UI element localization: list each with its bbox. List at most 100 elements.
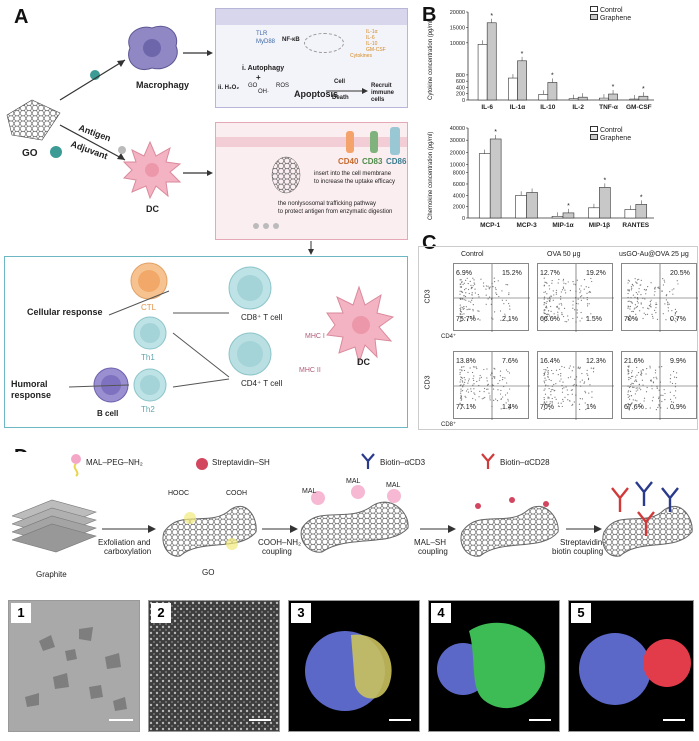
flow-dot	[570, 376, 572, 378]
flow-dot	[468, 378, 470, 380]
flow-dot	[627, 369, 629, 372]
flow-dot	[473, 392, 475, 394]
flow-dot	[543, 321, 545, 323]
flow-dot	[576, 316, 578, 318]
flow-dot	[459, 298, 462, 300]
flow-dot	[459, 371, 461, 374]
flow-dot	[558, 307, 560, 309]
flow-dot	[655, 376, 657, 378]
step-graphite: Graphite	[36, 570, 67, 579]
flow-dot	[498, 295, 500, 298]
flow-dot	[502, 396, 504, 398]
flow-dot	[566, 321, 568, 323]
flow-dot	[465, 390, 468, 392]
flow-scatter-1-1	[538, 352, 614, 420]
flow-dot	[574, 378, 576, 381]
legend2-graphene: Graphene	[599, 135, 632, 142]
streptavidin-sheet-icon	[460, 497, 559, 557]
chart1-tick-label-6: 15000	[450, 25, 465, 31]
flow-dot	[504, 313, 506, 315]
flow-dot	[645, 373, 647, 375]
flow-dot	[634, 307, 636, 309]
flow-dot	[579, 367, 581, 370]
flow-dot	[501, 379, 504, 381]
flow-dot	[468, 300, 470, 302]
em4-cells	[437, 622, 545, 709]
flow-dot	[577, 303, 579, 305]
flow-dot	[543, 317, 545, 319]
flow-quadrant-value: 12.3%	[586, 358, 606, 365]
flow-dot	[462, 381, 464, 383]
step-arrow-3-icon	[420, 525, 456, 533]
flow-dot	[567, 281, 569, 283]
flow-quadrant-value: 21.6%	[624, 358, 644, 365]
flow-dot	[631, 310, 633, 313]
flow-dot	[545, 306, 548, 308]
flow-dot	[463, 299, 465, 301]
flow-dot	[656, 303, 658, 306]
flow-dot	[551, 402, 553, 404]
flow-dot	[464, 295, 467, 298]
flow-quadrant-value: 6.9%	[456, 270, 472, 277]
bcell-label: B cell	[97, 409, 119, 418]
flow-dot	[474, 366, 476, 368]
adjuvant-ball-icon	[118, 146, 126, 154]
flow-dot	[581, 379, 583, 381]
flow-dot	[592, 371, 595, 373]
response-arrows-icon	[69, 290, 230, 388]
flow-dot	[499, 370, 502, 372]
flow-dot	[560, 295, 562, 298]
flow-dot	[580, 311, 582, 314]
flow-dot	[462, 307, 464, 309]
chart2-bar-3-1	[599, 187, 611, 219]
flow-dot	[671, 310, 673, 312]
flow-dot	[589, 291, 592, 293]
flow-dot	[459, 392, 462, 394]
macrophage-label: Macrophagy	[136, 80, 190, 90]
flow-dot	[663, 389, 665, 391]
synthesis-scheme: MAL–PEG–NH₂ Streptavidin–SH Biotin–αCD3 …	[0, 452, 699, 584]
flow-dot	[504, 377, 506, 379]
flow-dot	[635, 318, 637, 321]
recruit-label: Recruit	[371, 83, 392, 89]
flow-dot	[465, 299, 467, 301]
flow-dot	[632, 399, 634, 401]
flow-dot	[631, 382, 633, 384]
flow-dot	[660, 394, 662, 396]
flow-dot	[568, 400, 571, 402]
flow-dot	[546, 315, 549, 317]
h2o2-label: ii. H₂O₂	[218, 85, 239, 91]
flow-dot	[628, 306, 630, 308]
flow-dot	[571, 389, 574, 391]
flow-dot	[554, 396, 556, 398]
flow-dot	[472, 304, 474, 306]
flow-dot	[634, 393, 637, 395]
flow-dot	[493, 277, 495, 279]
flow-dot	[545, 369, 547, 371]
flow-dot	[583, 278, 586, 281]
flow-dot	[461, 281, 463, 283]
flow-dot	[547, 397, 549, 399]
reagent-biotin-acd3: Biotin–αCD3	[380, 458, 426, 467]
flow-dot	[459, 286, 461, 288]
flow-scatter-0-0	[454, 264, 530, 332]
flow-dot	[459, 408, 462, 410]
step-cooh-nh2-1: COOH–NH₂	[258, 538, 302, 547]
flow-dot	[544, 377, 546, 379]
flow-dot	[666, 407, 668, 409]
flow-dot	[499, 310, 502, 312]
flow-dot	[558, 405, 560, 408]
flow-dot	[648, 305, 651, 307]
flow-dot	[627, 282, 629, 284]
flow-dot	[653, 377, 655, 379]
flow-dot	[485, 303, 487, 305]
dc-b3-label: DC	[357, 357, 370, 367]
chart1-bar-5-1	[638, 95, 649, 101]
flow-dot	[473, 318, 475, 320]
flow-dot	[474, 283, 476, 285]
flow-dot	[552, 299, 554, 301]
flow-dot	[504, 315, 506, 317]
em-number-3: 3	[291, 603, 311, 623]
flow-dot	[460, 379, 462, 381]
flow-dot	[460, 286, 462, 289]
